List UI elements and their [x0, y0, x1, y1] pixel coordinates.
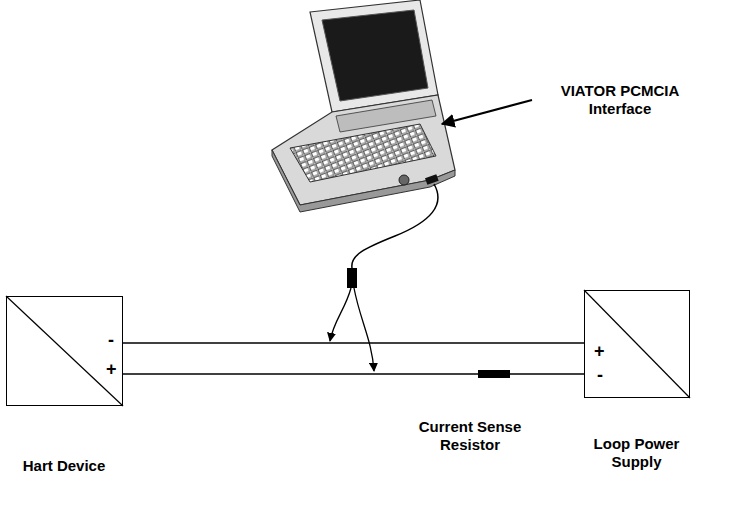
resistor-symbol	[478, 370, 510, 378]
node-heading: Hart Device	[0, 457, 139, 475]
interface-cable	[352, 184, 438, 268]
node-heading: Loop Power Supply	[581, 435, 693, 471]
pointer-arrow	[442, 100, 532, 124]
device-symbol-line	[6, 296, 123, 406]
device-box: Hart Device-+	[6, 296, 123, 406]
laptop-illustration	[272, 0, 455, 212]
terminal-sign: -	[108, 330, 114, 350]
loop-wire	[123, 373, 584, 374]
terminal-sign: +	[106, 359, 117, 379]
interface-label: VIATOR PCMCIA Interface	[540, 82, 700, 118]
terminal-sign: +	[594, 341, 605, 361]
loop-wire	[123, 342, 584, 343]
power-supply-box: Loop Power Supply+-	[584, 290, 690, 398]
terminal-sign: -	[597, 365, 603, 385]
probe-lead	[354, 288, 374, 371]
cable-clip	[347, 268, 357, 288]
resistor-label: Current Sense Resistor	[400, 418, 540, 454]
probe-lead	[330, 288, 351, 341]
supply-symbol-line	[584, 290, 690, 398]
